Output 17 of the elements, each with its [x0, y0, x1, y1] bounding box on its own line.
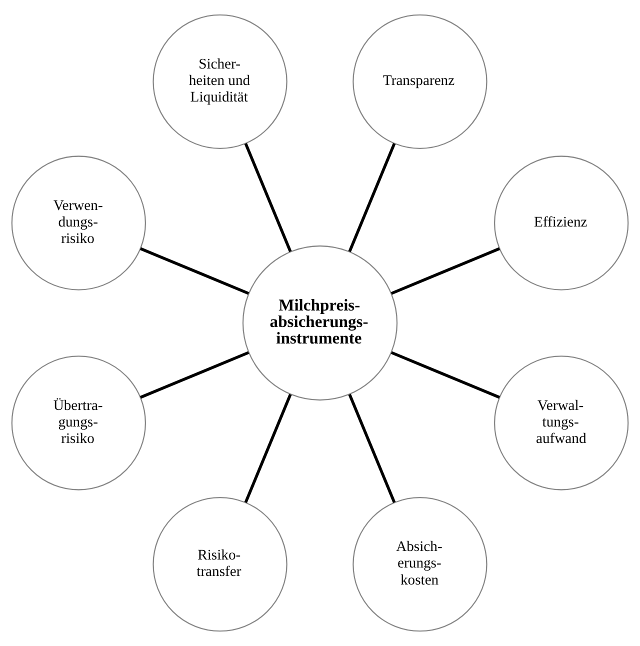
- node-circle: Übertra- gungs- risiko: [11, 356, 146, 490]
- connector: [140, 351, 250, 399]
- node-circle: Verwal- tungs- aufwand: [494, 356, 629, 490]
- node-circle: Milchpreis- absicherungs- instrumente: [242, 245, 398, 401]
- node-circle: Sicher- heiten und Liquidität: [152, 14, 288, 150]
- connector: [244, 394, 292, 504]
- node-circle: Transparenz: [352, 14, 488, 150]
- connector: [348, 142, 396, 252]
- connector: [390, 247, 500, 295]
- connector: [244, 142, 292, 252]
- node-circle: Risiko- transfer: [152, 496, 288, 632]
- node-circle: Effizienz: [494, 156, 629, 290]
- connector: [390, 351, 500, 399]
- connector: [348, 394, 396, 504]
- node-circle: Verwen- dungs- risiko: [11, 156, 146, 290]
- connector: [140, 247, 250, 295]
- node-circle: Absich- erungs- kosten: [352, 496, 488, 632]
